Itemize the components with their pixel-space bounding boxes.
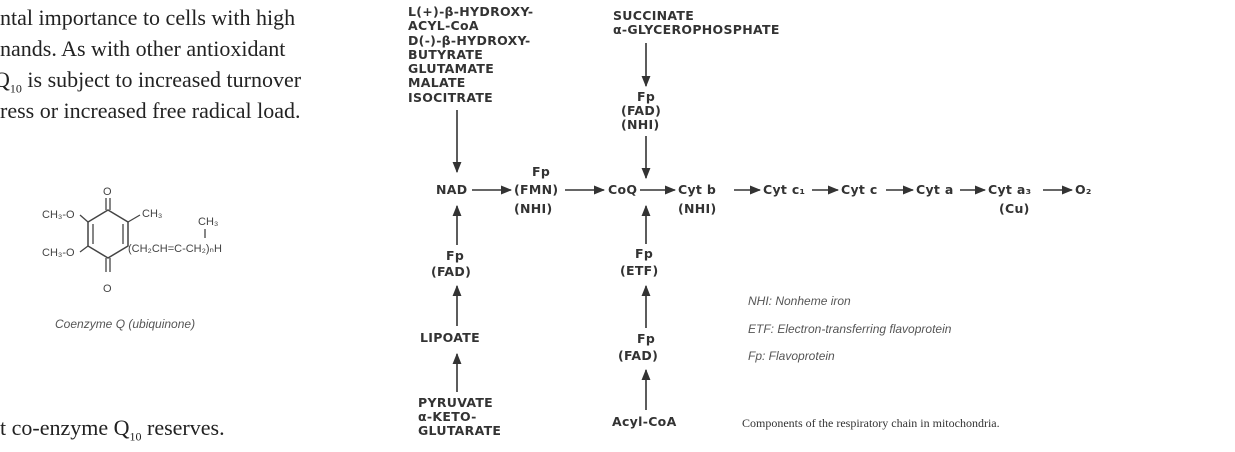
bottom-line-prefix: t co-enzyme Q — [0, 415, 130, 440]
q10-letter: Q — [0, 67, 10, 92]
bottom-left-ketoglutarate: α-KETO- — [418, 409, 477, 424]
paragraph-line-4: ress or increased free radical load. — [0, 98, 301, 123]
paragraph-line-3-text: is subject to increased turnover — [27, 67, 302, 92]
bottom-left-pyruvate: PYRUVATE — [418, 395, 493, 410]
acyl-fp-fad: (FAD) — [618, 348, 658, 363]
legend-etf: ETF: Electron-transferring flavoprotein — [748, 322, 952, 336]
left-substrate-5: GLUTAMATE — [408, 61, 494, 76]
legend-fp: Fp: Flavoprotein — [748, 349, 835, 363]
cyt-b-nhi: (NHI) — [678, 201, 717, 216]
top-substrate-glycerophosphate: α-GLYCEROPHOSPHATE — [613, 22, 780, 37]
o2-label: O₂ — [1075, 182, 1092, 197]
bottom-line-suffix: reserves. — [141, 415, 225, 440]
cyt-c-label: Cyt c — [841, 182, 878, 197]
nad-below-fp: Fp — [446, 248, 464, 263]
bottom-line-subscript: 10 — [129, 429, 142, 444]
nad-below-fad: (FAD) — [431, 264, 471, 279]
etf-label: (ETF) — [620, 263, 659, 278]
left-substrate-7: ISOCITRATE — [408, 90, 493, 105]
cyt-b-label: Cyt b — [678, 182, 716, 197]
ring-methyl: CH₃ — [142, 208, 162, 220]
paragraph-line-2: nands. As with other antioxidant — [0, 36, 286, 61]
legend-nhi: NHI: Nonheme iron — [748, 294, 851, 308]
fmn-nhi: (NHI) — [514, 201, 553, 216]
quinone-ring — [87, 209, 129, 259]
acyl-coa-label: Acyl-CoA — [612, 414, 677, 429]
cyt-c1-label: Cyt c₁ — [763, 182, 805, 197]
fmn-label: (FMN) — [514, 182, 558, 197]
lipoate-label: LIPOATE — [420, 330, 480, 345]
methoxy-lower: CH₃-O — [42, 247, 75, 259]
left-substrate-2: ACYL-CoA — [408, 18, 479, 33]
diagram-caption: Components of the respiratory chain in m… — [742, 416, 1000, 430]
methoxy-lower-bond — [79, 245, 89, 253]
bottom-line: t co-enzyme Q10 reserves. — [0, 412, 225, 452]
q10-subscript: 10 — [9, 81, 22, 96]
methoxy-upper-bond — [79, 214, 89, 223]
left-substrate-1: L(+)-β-HYDROXY- — [408, 4, 533, 19]
coenzyme-q-structure: O O CH₃-O CH₃-O CH₃ CH₃ (CH₂CH=C-CH₂)ₙH … — [42, 186, 222, 331]
cyt-a-label: Cyt a — [916, 182, 954, 197]
acyl-fp: Fp — [637, 331, 655, 346]
top-fp-fad: (FAD) — [621, 103, 661, 118]
top-substrate-succinate: SUCCINATE — [613, 8, 694, 23]
methoxy-upper: CH₃-O — [42, 209, 75, 221]
coenzyme-q-caption: Coenzyme Q (ubiquinone) — [55, 317, 195, 331]
fmn-fp: Fp — [532, 164, 550, 179]
left-substrates: L(+)-β-HYDROXY- ACYL-CoA D(-)-β-HYDROXY-… — [408, 4, 533, 105]
chain-methyl: CH₃ — [198, 216, 218, 228]
left-substrate-6: MALATE — [408, 75, 466, 90]
left-substrate-4: BUTYRATE — [408, 47, 483, 62]
left-substrate-3: D(-)-β-HYDROXY- — [408, 33, 531, 48]
coq-label: CoQ — [608, 182, 637, 197]
oxygen-bottom: O — [103, 283, 112, 295]
oxygen-top: O — [103, 186, 112, 198]
bottom-left-glutarate: GLUTARATE — [418, 423, 501, 438]
ring-methyl-bond — [127, 214, 141, 223]
top-fp-nhi: (NHI) — [621, 117, 660, 132]
etf-fp: Fp — [635, 246, 653, 261]
nad-label: NAD — [436, 182, 467, 197]
cyt-a3-label: Cyt a₃ — [988, 182, 1031, 197]
cyt-a3-cu: (Cu) — [999, 201, 1030, 216]
paragraph-line-3: Q10 is subject to increased turnover — [0, 64, 301, 104]
isoprenoid-chain: (CH₂CH=C-CH₂)ₙH — [128, 243, 222, 255]
paragraph-line-1: ntal importance to cells with high — [0, 5, 296, 30]
top-fp: Fp — [637, 89, 655, 104]
